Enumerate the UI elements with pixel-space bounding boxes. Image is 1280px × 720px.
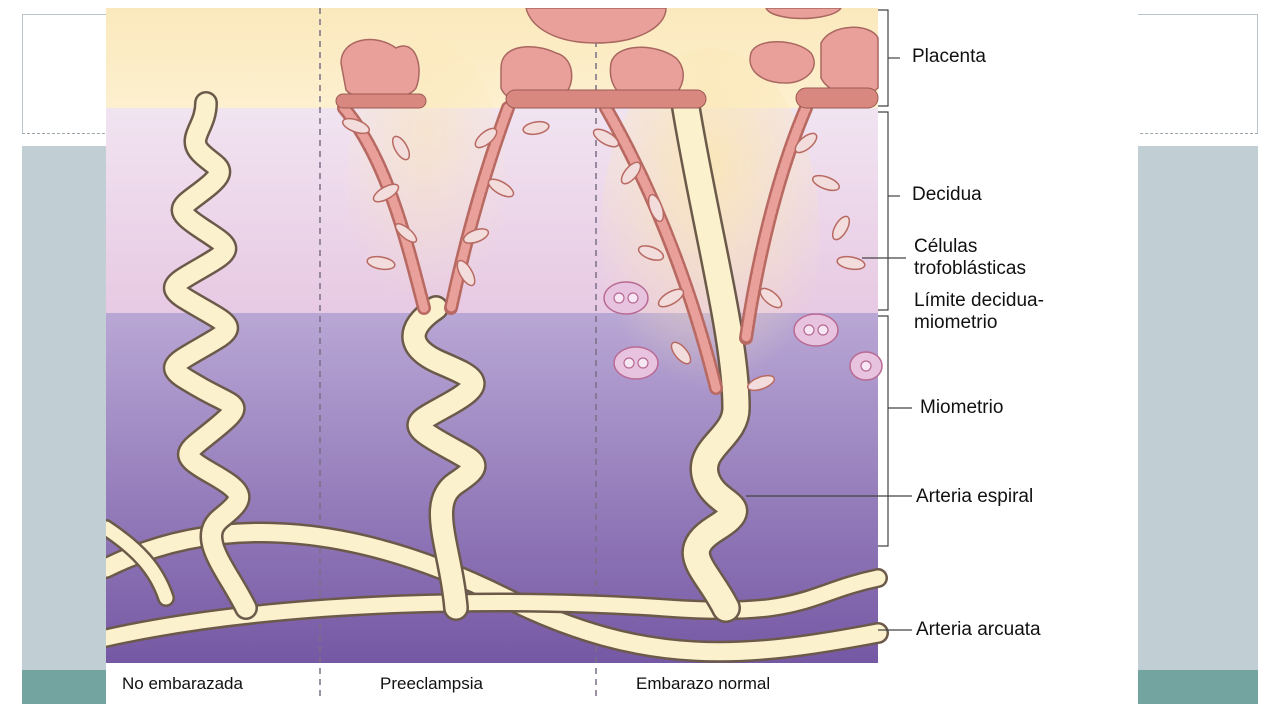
tissue-illustration <box>106 8 912 698</box>
label-myometrium: Miometrio <box>920 397 1004 418</box>
caption-no-embarazada: No embarazada <box>122 674 243 693</box>
spiral-artery-normal-pregnancy <box>599 93 813 623</box>
label-trophoblast-cells-line2: trofoblásticas <box>914 258 1026 279</box>
spiral-artery-non-pregnant <box>163 91 258 620</box>
caption-embarazo-normal: Embarazo normal <box>636 674 771 693</box>
label-arcuate-artery: Arteria arcuata <box>916 619 1041 640</box>
label-trophoblast-cells-line1: Células <box>914 236 978 257</box>
spiral-artery-figure: Placenta Decidua Células trofoblásticas … <box>106 8 1138 708</box>
label-boundary-line2: miometrio <box>914 312 998 333</box>
label-placenta: Placenta <box>912 46 986 67</box>
villi-base-cells <box>335 87 879 109</box>
trophoblast-cells <box>341 117 866 392</box>
label-spiral-artery: Arteria espiral <box>916 486 1034 507</box>
cell-nuclei <box>613 292 872 372</box>
label-decidua: Decidua <box>912 184 982 205</box>
caption-preeclampsia: Preeclampsia <box>380 674 483 693</box>
label-leaders <box>746 9 912 631</box>
multinucleated-cells <box>603 281 883 381</box>
spiral-artery-preeclampsia <box>337 101 515 621</box>
label-boundary-line1: Límite decidua- <box>914 290 1044 311</box>
